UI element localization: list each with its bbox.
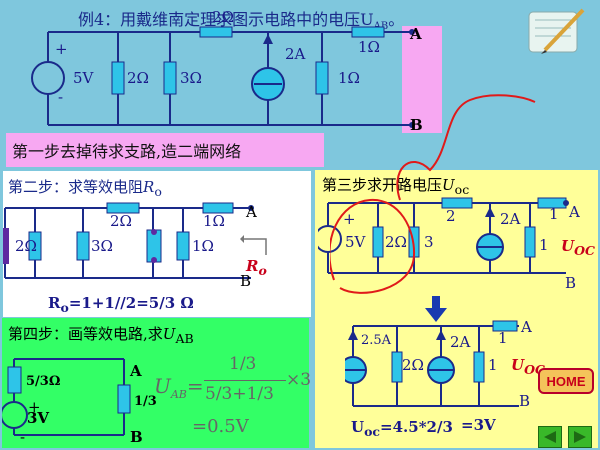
circuit-step3: [318, 197, 569, 274]
step4-node-a: A: [130, 362, 142, 380]
step4-panel: [2, 318, 309, 448]
step2-r1: 2Ω: [15, 237, 37, 255]
step3b-node-b: B: [519, 392, 531, 410]
step1-band: [6, 133, 324, 167]
notebook-pencil-icon: [528, 8, 585, 54]
arrow-left-icon: [544, 431, 556, 443]
step3-uoc-label: UOC: [561, 237, 595, 258]
circuit-step2: [3, 202, 254, 279]
next-button[interactable]: [568, 426, 592, 448]
r2-label: 3Ω: [180, 69, 202, 87]
step3b-r3: 1: [498, 329, 508, 347]
step1-label: 第一步去掉待求支路,造二端网络: [12, 142, 242, 161]
down-arrow-icon: [425, 296, 447, 322]
home-button[interactable]: HOME: [538, 368, 594, 394]
step4-minus: -: [20, 428, 26, 446]
step3-node-a: A: [569, 203, 580, 221]
step4-plus: +: [28, 398, 41, 416]
step3-r2: 3: [424, 233, 434, 251]
removed-branch-box: [402, 26, 442, 133]
circuit-step4: [2, 358, 131, 436]
step3-heading: 第三步求开路电压Uoc: [322, 176, 470, 197]
step3-result-value: =3V: [461, 416, 496, 434]
formula-numerator: 1/3: [229, 354, 257, 374]
step4-heading: 第四步：画等效电路,求UAB: [8, 325, 194, 346]
circuit-step3b: [345, 320, 519, 407]
step4-load: 1/3: [134, 394, 157, 409]
formula-times: ×3: [286, 370, 312, 390]
circuit-original: [31, 26, 415, 128]
src-plus-label: +: [55, 40, 68, 58]
step3-src-v: 5V: [345, 233, 366, 251]
hand-drawn-annotation: [330, 94, 536, 294]
step4-rs: 5/3Ω: [26, 374, 61, 389]
step3-r3: 2: [446, 207, 456, 225]
step3-cs: 2A: [500, 210, 521, 228]
formula-fraction-bar: [204, 380, 286, 381]
step3-r5: 1: [549, 205, 559, 223]
step3-node-b: B: [565, 274, 577, 292]
formula-result: =0.5V: [192, 416, 249, 437]
step3b-node-a: A: [521, 318, 532, 336]
step2-node-a: A: [246, 203, 257, 221]
ro-label: Ro: [246, 257, 267, 278]
step3b-r2: 1: [488, 356, 498, 374]
step3-panel: [315, 170, 598, 448]
r1-label: 2Ω: [127, 69, 149, 87]
step3-r1: 2Ω: [385, 233, 407, 251]
r4-label: 1Ω: [338, 69, 360, 87]
src-minus-label: -: [58, 88, 64, 106]
step3-plus: +: [343, 210, 356, 228]
step2-result: Ro=1+1//2=5/3 Ω: [48, 294, 194, 315]
step2-node-b: B: [240, 272, 252, 290]
step4-src: 3V: [27, 409, 50, 427]
formula-denominator: 5/3+1/3: [205, 384, 274, 404]
step3-r4: 1: [539, 236, 549, 254]
step2-heading: 第二步：求等效电阻Ro: [8, 178, 162, 199]
node-b-label: B: [410, 116, 423, 134]
step3b-r1: 2Ω: [402, 356, 424, 374]
step2-r3: 2Ω: [110, 212, 132, 230]
node-a-label: A: [410, 25, 422, 43]
step4-node-b: B: [130, 428, 143, 446]
step3b-cs2: 2A: [450, 333, 471, 351]
formula-lhs: UAB=: [154, 374, 204, 401]
r3-label: 2Ω: [212, 8, 234, 26]
step2-r4: 1Ω: [192, 237, 214, 255]
step2-r2: 3Ω: [91, 237, 113, 255]
arrow-right-icon: [574, 431, 586, 443]
voltage-source-label: 5V: [73, 69, 94, 87]
r5-label: 1Ω: [358, 38, 380, 56]
step3-result: Uoc=4.5*2/3: [351, 418, 453, 439]
ro-arrow-icon: [240, 235, 267, 255]
current-source-label: 2A: [285, 45, 306, 63]
formula: UAB= 1/3 5/3+1/3 ×3 =0.5V: [152, 354, 311, 444]
prev-button[interactable]: [538, 426, 562, 448]
step2-r5: 1Ω: [203, 212, 225, 230]
step3b-cs1: 2.5A: [361, 333, 392, 348]
